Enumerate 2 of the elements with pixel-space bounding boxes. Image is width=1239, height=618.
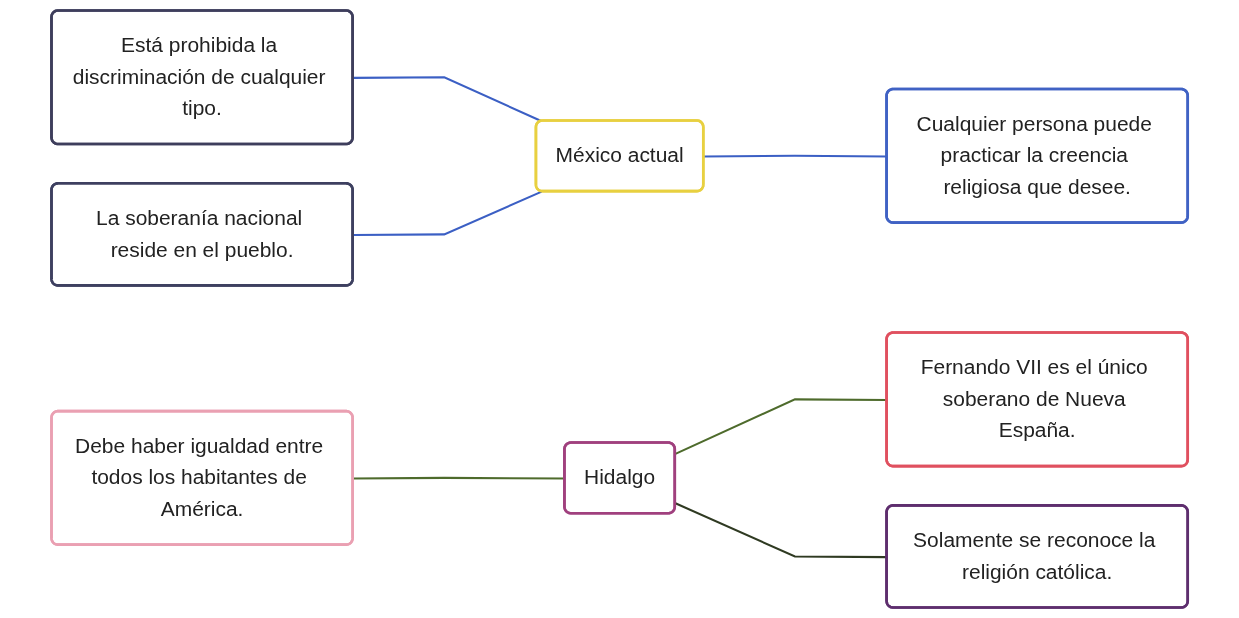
connector xyxy=(353,476,565,480)
connector xyxy=(353,190,542,237)
